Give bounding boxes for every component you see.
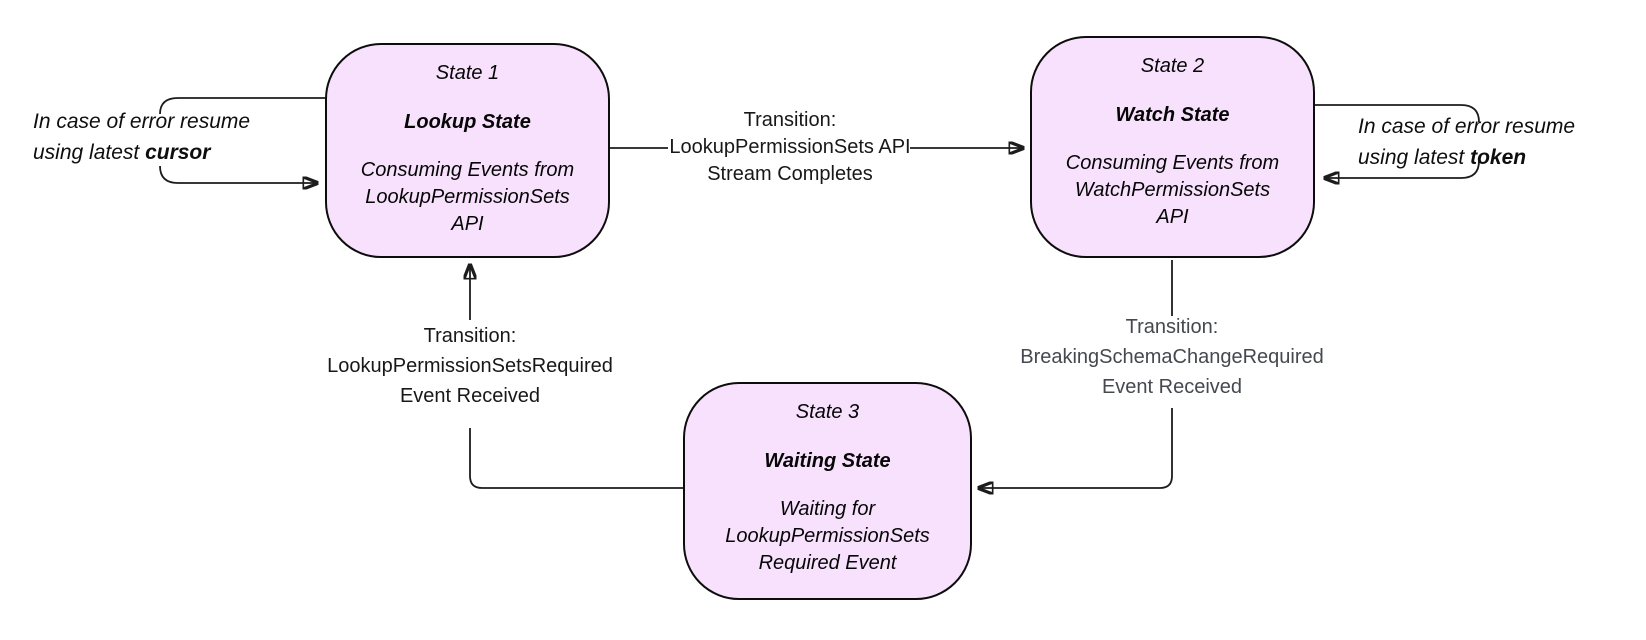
state-3-title: State 3 bbox=[795, 401, 860, 423]
state-1-title: State 1 bbox=[435, 62, 500, 84]
state-2-desc-line: API bbox=[1156, 206, 1189, 228]
state-3-waiting-box: State 3 Waiting State Waiting for Lookup… bbox=[683, 382, 972, 600]
transition-line: Event Received bbox=[1101, 376, 1243, 398]
loop-cursor-arrow-return bbox=[159, 165, 318, 183]
state-3-desc-line: Required Event bbox=[758, 552, 897, 574]
state-1-desc-line: API bbox=[451, 213, 484, 235]
transition-label-state3-state1: Transition: LookupPermissionSetsRequired… bbox=[320, 321, 620, 411]
loop-cursor-arrow bbox=[159, 97, 326, 115]
transition-line: Stream Completes bbox=[707, 163, 873, 185]
state-1-description: Consuming Events from LookupPermissionSe… bbox=[361, 157, 574, 238]
transition-line: LookupPermissionSetsRequired bbox=[327, 355, 613, 377]
state-2-desc-line: Consuming Events from bbox=[1065, 152, 1280, 174]
transition-label-state1-state2: Transition: LookupPermissionSets API Str… bbox=[640, 107, 940, 188]
state-2-desc-line: WatchPermissionSets bbox=[1074, 179, 1271, 201]
transition-line: Event Received bbox=[399, 385, 541, 407]
arrow-state3-to-state1-elbow bbox=[469, 428, 683, 489]
state-3-description: Waiting for LookupPermissionSets Require… bbox=[725, 496, 930, 577]
loop-token-arrow-return bbox=[1324, 160, 1480, 178]
loop-token-arrow bbox=[1314, 104, 1480, 123]
transition-line: LookupPermissionSets API bbox=[669, 136, 911, 158]
transition-title: Transition: bbox=[1125, 316, 1219, 338]
state-2-name: Watch State bbox=[1115, 104, 1230, 126]
state-3-desc-line: LookupPermissionSets bbox=[725, 525, 930, 547]
annotation-error-resume-token: In case of error resume using latest tok… bbox=[1358, 111, 1610, 173]
state-2-title: State 2 bbox=[1140, 55, 1205, 77]
transition-title: Transition: bbox=[423, 325, 517, 347]
transition-label-state2-state3: Transition: BreakingSchemaChangeRequired… bbox=[1002, 312, 1342, 402]
arrow-state2-to-state3-elbow bbox=[978, 408, 1173, 488]
state-1-lookup-box: State 1 Lookup State Consuming Events fr… bbox=[325, 43, 610, 258]
annotation-bold-term: token bbox=[1470, 146, 1527, 169]
state-1-desc-line: Consuming Events from bbox=[360, 159, 575, 181]
state-3-desc-line: Waiting for bbox=[779, 498, 876, 520]
transition-title: Transition: bbox=[743, 109, 837, 131]
state-3-name: Waiting State bbox=[764, 450, 891, 472]
annotation-text: In case of error resume using latest bbox=[33, 110, 251, 164]
state-1-desc-line: LookupPermissionSets bbox=[365, 186, 570, 208]
annotation-text: In case of error resume using latest bbox=[1358, 115, 1576, 169]
state-2-description: Consuming Events from WatchPermissionSet… bbox=[1066, 150, 1279, 231]
state-2-watch-box: State 2 Watch State Consuming Events fro… bbox=[1030, 36, 1315, 258]
transition-line: BreakingSchemaChangeRequired bbox=[1020, 346, 1324, 368]
state-1-name: Lookup State bbox=[404, 111, 531, 133]
annotation-bold-term: cursor bbox=[145, 141, 211, 164]
annotation-error-resume-cursor: In case of error resume using latest cur… bbox=[33, 106, 281, 168]
